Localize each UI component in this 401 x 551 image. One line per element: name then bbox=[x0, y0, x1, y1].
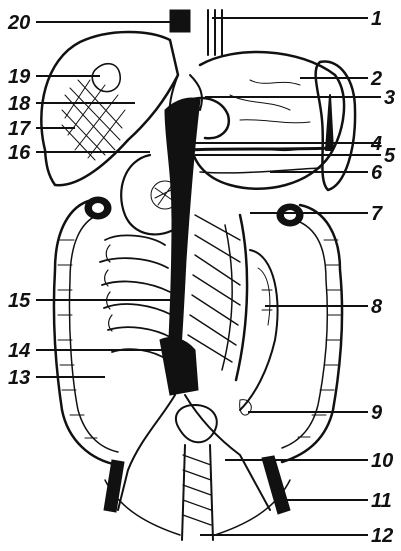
spleen bbox=[316, 62, 355, 190]
label-3: 3 bbox=[384, 87, 395, 109]
label-12: 12 bbox=[371, 525, 393, 547]
label-9: 9 bbox=[371, 402, 383, 424]
label-18: 18 bbox=[8, 93, 31, 115]
label-8: 8 bbox=[371, 296, 383, 318]
label-7: 7 bbox=[371, 203, 383, 225]
label-2: 2 bbox=[370, 68, 382, 90]
label-11: 11 bbox=[371, 490, 392, 512]
number-labels: 20 19 18 17 16 15 14 13 1 2 3 4 5 6 7 8 … bbox=[7, 8, 396, 547]
label-10: 10 bbox=[371, 450, 393, 472]
label-6: 6 bbox=[371, 162, 383, 184]
label-5: 5 bbox=[384, 145, 396, 167]
label-17: 17 bbox=[8, 118, 31, 140]
portal-vein bbox=[165, 98, 200, 360]
descending-colon bbox=[282, 205, 342, 462]
label-13: 13 bbox=[8, 367, 30, 389]
label-16: 16 bbox=[8, 142, 31, 164]
label-4: 4 bbox=[370, 133, 382, 155]
label-15: 15 bbox=[8, 290, 31, 312]
label-19: 19 bbox=[8, 66, 31, 88]
label-20: 20 bbox=[7, 12, 30, 34]
esophagus bbox=[208, 10, 222, 55]
liver bbox=[41, 32, 178, 185]
label-14: 14 bbox=[8, 340, 30, 362]
label-1: 1 bbox=[371, 8, 382, 30]
